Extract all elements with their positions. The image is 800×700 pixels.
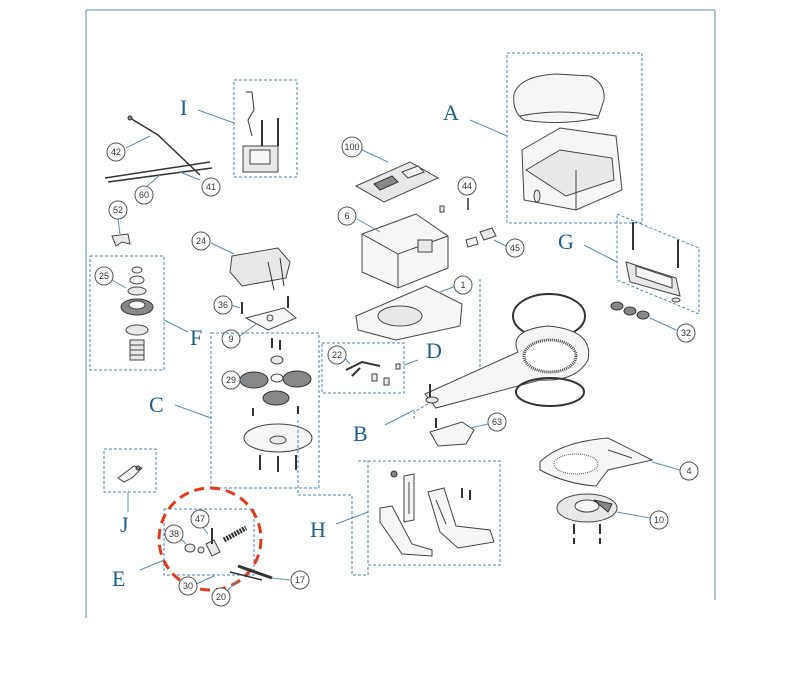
wire-harness: 42 41 60 [104,115,221,205]
gear-c-mid [262,390,290,406]
bracket-left [379,505,433,557]
part-label-36: 36 [218,300,228,310]
group-label-c: C [149,392,164,417]
part-label-44: 44 [462,181,472,191]
part-label-24: 24 [196,236,206,246]
group-b: B [353,279,590,446]
group-h: H [297,420,501,576]
diagram-frame [85,9,716,618]
part-1-base: 1 [355,275,473,341]
part-label-30: 30 [183,581,193,591]
group-label-a: A [443,100,459,125]
gear-c-right [282,370,312,388]
highlight-circle [157,486,263,592]
part-label-63: 63 [492,417,502,427]
part-label-10: 10 [654,515,664,525]
part-63: 63 [429,412,507,447]
part-label-45: 45 [510,243,520,253]
group-label-j: J [120,512,129,537]
group-f: 25 F [89,255,202,371]
bracket-right [427,487,495,549]
group-label-f: F [190,325,202,350]
part-label-29: 29 [226,375,236,385]
group-e: 38 47 E [112,486,263,592]
group-a: A [443,52,643,224]
release-key [117,465,143,483]
part-4-plate: 4 [539,437,699,487]
group-label-b: B [353,421,368,446]
part-label-52: 52 [113,205,123,215]
group-label-i: I [180,95,187,120]
group-i: I [180,79,298,178]
part-24-motor: 24 [191,231,291,291]
part-label-47: 47 [195,514,205,524]
part-label-1: 1 [460,280,465,290]
cover-top [513,73,605,124]
group-label-d: D [426,338,442,363]
part-label-41: 41 [206,182,216,192]
part-52: 52 [108,200,131,247]
part-label-32: 32 [681,328,691,338]
part-label-6: 6 [344,211,349,221]
part-36-9: 36 9 [213,295,297,349]
part-label-38: 38 [169,529,179,539]
part-label-9: 9 [228,334,233,344]
part-44-45: 44 45 [439,176,525,258]
group-c: 29 C [149,332,320,489]
part-label-20: 20 [216,592,226,602]
part-10-disc: 10 [556,493,669,544]
group-g: G [558,213,700,315]
group-label-h: H [310,517,326,542]
group-j: J [103,448,157,537]
group-label-g: G [558,229,574,254]
group-d: 22 D [321,338,442,394]
part-label-60: 60 [139,190,149,200]
part-17-20-30: 17 20 30 [178,564,310,607]
part-label-4: 4 [686,466,691,476]
group-label-e: E [112,566,125,591]
part-6-housing: 6 [337,206,449,289]
part-label-17: 17 [295,575,305,585]
part-label-100: 100 [344,142,359,152]
part-32-washers: 32 [610,301,696,343]
part-label-25: 25 [99,271,109,281]
part-label-22: 22 [332,350,342,360]
part-100-board: 100 [341,136,440,203]
part-label-42: 42 [111,147,121,157]
